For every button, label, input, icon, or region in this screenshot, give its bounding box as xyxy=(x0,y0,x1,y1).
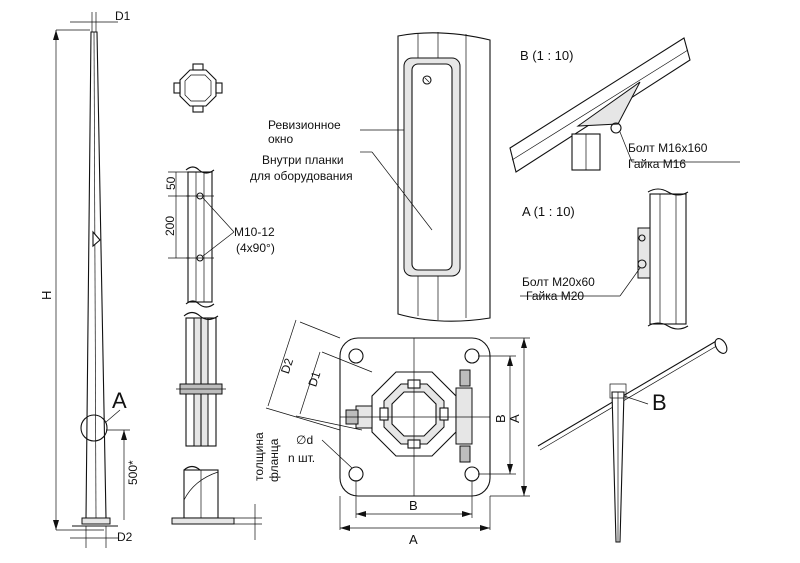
flange-d1-label: D1 xyxy=(305,369,323,388)
flange-side-view: толщина фланца xyxy=(171,311,281,540)
octagon-section xyxy=(173,63,223,113)
d1-top-label: D1 xyxy=(115,9,131,23)
flange-b-right-label: B xyxy=(493,414,508,423)
bolt-a-label-2: Гайка М20 xyxy=(526,289,584,303)
callout-b-label: B xyxy=(652,390,667,415)
mounting-plate-detail: 50 200 M10-12 (4x90°) xyxy=(163,166,275,308)
height-label: H xyxy=(39,291,54,300)
revision-window-view: Ревизионное окно Внутри планки для обору… xyxy=(250,32,491,322)
flange-d2-label: D2 xyxy=(278,356,296,375)
flange-a-right-label: A xyxy=(507,414,522,423)
pole-elevation: H D1 D2 500* A xyxy=(39,9,140,548)
flange-hole-label: ∅d xyxy=(296,433,313,447)
bolt-b-label-2: Гайка М16 xyxy=(628,157,686,171)
flange-holes-n-label: n шт. xyxy=(288,451,315,465)
flange-thickness-label-1: толщина xyxy=(252,432,266,481)
view-b-title: B (1 : 10) xyxy=(520,48,573,63)
bolt-m10-count-label: (4x90°) xyxy=(236,241,275,255)
flange-plan-view: D2 D1 ∅d n шт. B A B A xyxy=(265,319,530,547)
plank-label-1: Внутри планки xyxy=(262,153,344,167)
view-b-detail: B (1 : 10) Болт М16х160 Гайка М16 xyxy=(509,37,740,173)
revision-label-2: окно xyxy=(268,132,294,146)
dim-200-label: 200 xyxy=(163,216,177,236)
flange-b-bottom-label: B xyxy=(409,498,418,513)
bolt-m10-label: M10-12 xyxy=(234,225,275,239)
flange-thickness-label-2: фланца xyxy=(267,438,281,482)
d2-bottom-label: D2 xyxy=(117,530,133,544)
flange-a-bottom-label: A xyxy=(409,532,418,547)
plank-label-2: для оборудования xyxy=(250,169,353,183)
dim-50-label: 50 xyxy=(164,176,178,190)
revision-label-1: Ревизионное xyxy=(268,118,341,132)
callout-a-label: A xyxy=(112,388,127,413)
view-a-detail: A (1 : 10) Болт М20х60 Гайка М20 xyxy=(520,188,689,330)
bolt-b-label-1: Болт М16х160 xyxy=(628,141,708,155)
bolt-a-label-1: Болт М20х60 xyxy=(522,275,595,289)
pole-arm-overview: B xyxy=(537,338,728,543)
view-a-title: A (1 : 10) xyxy=(522,204,575,219)
dim-500-label: 500* xyxy=(126,460,140,485)
